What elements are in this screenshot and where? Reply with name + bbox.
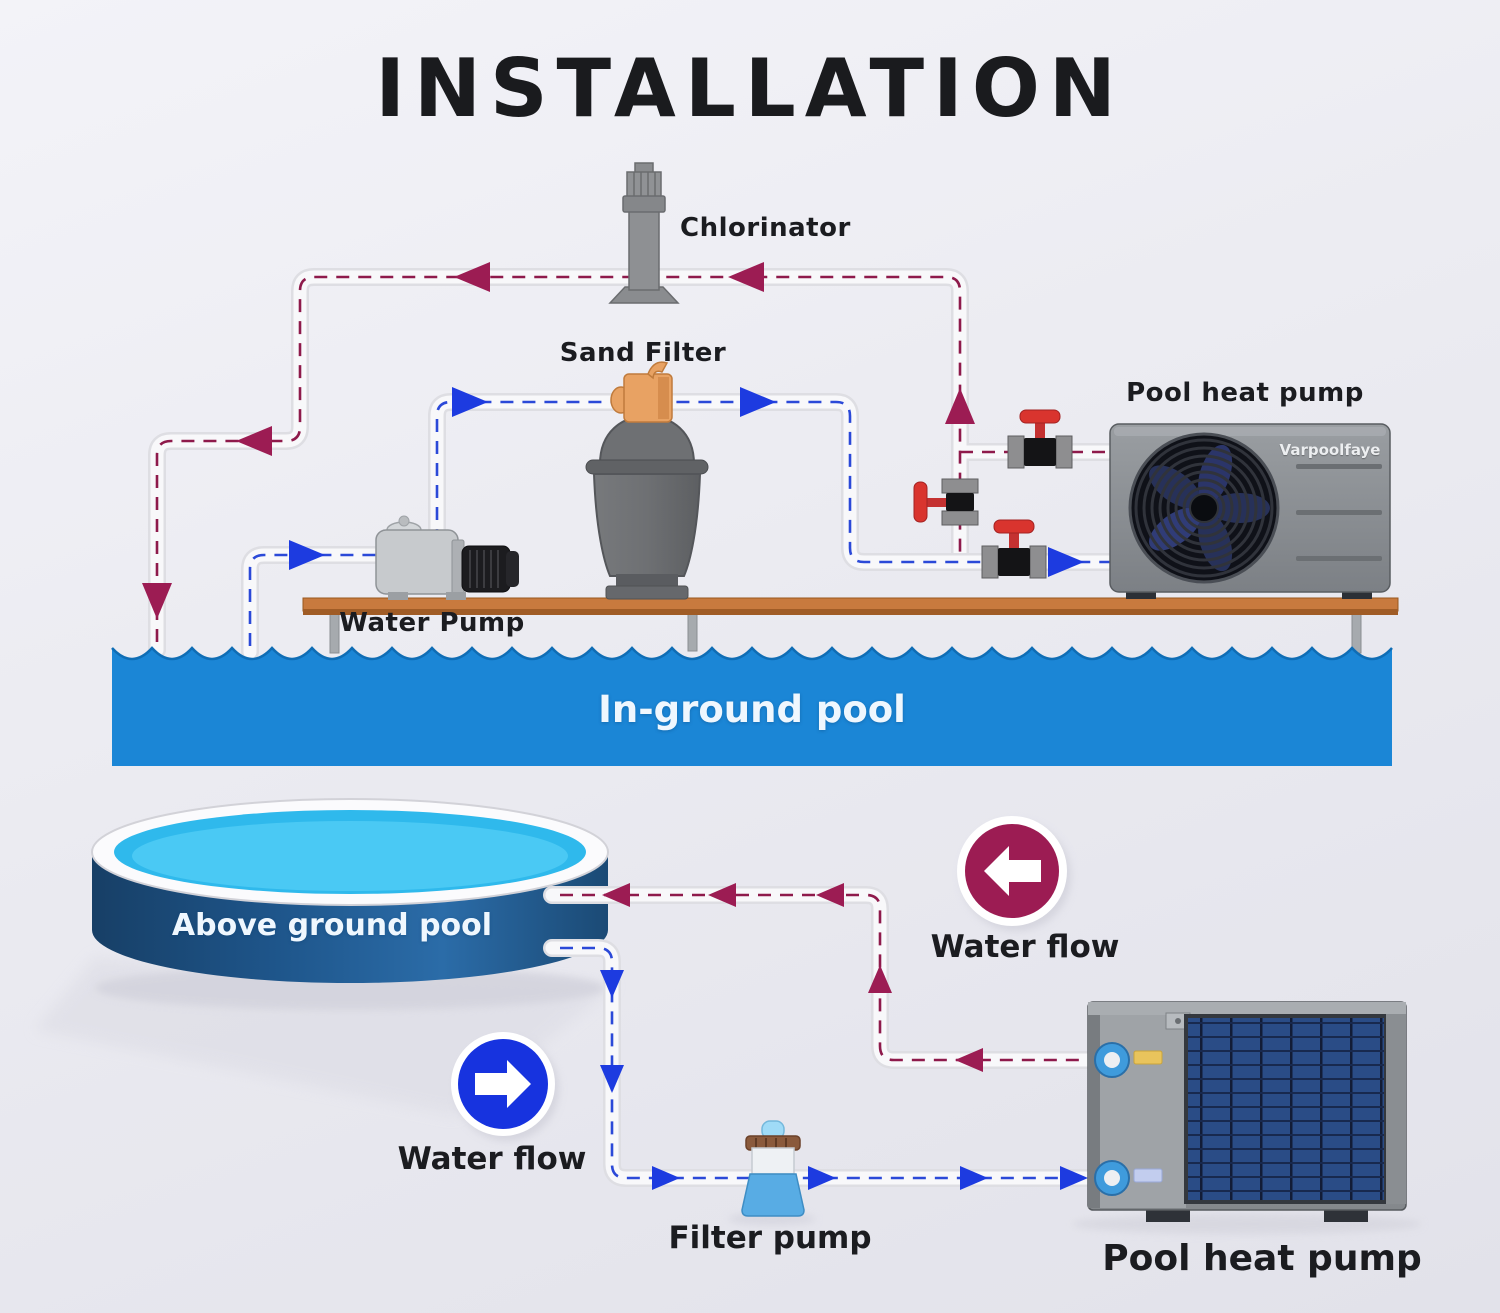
flow-arrow-icon — [945, 388, 975, 424]
valve-top-branch — [1007, 409, 1073, 469]
flow-arrow-icon — [142, 583, 172, 619]
flow-arrow-icon — [740, 387, 776, 417]
flow-arrow-icon — [452, 387, 488, 417]
pipe-connector-return — [1094, 1042, 1163, 1078]
heat-pump-brand: Varpoolfaye — [1279, 441, 1381, 459]
equipment-platform — [302, 597, 1399, 615]
water-flow-supply-label: Water flow — [397, 1141, 587, 1177]
supply-flow-line-bottom — [560, 946, 1106, 1180]
valve-bottom-branch — [981, 519, 1047, 579]
flow-arrow-icon — [454, 262, 490, 292]
pool-heat-pump-top — [1109, 423, 1391, 599]
sand-filter — [585, 361, 709, 600]
in-ground-pool-label: In-ground pool — [598, 688, 906, 731]
heat-pump-bottom-label: Pool heat pump — [1102, 1238, 1422, 1279]
pool-heat-pump-bottom — [1072, 1001, 1422, 1234]
arrow-right-icon — [475, 1060, 531, 1108]
water-flow-badge-return — [957, 816, 1071, 931]
valve-bypass — [913, 478, 979, 526]
flow-arrow-icon — [1048, 547, 1084, 577]
heat-pump-top-label: Pool heat pump — [1126, 378, 1364, 408]
filter-pump — [728, 1120, 816, 1225]
arrow-left-icon — [984, 846, 1041, 896]
flow-arrow-icon — [289, 540, 325, 570]
water-flow-badge-supply — [451, 1032, 559, 1141]
water-flow-return-label: Water flow — [930, 929, 1120, 965]
chlorinator — [608, 162, 680, 304]
flow-arrow-icon — [236, 426, 272, 456]
above-ground-pool-label: Above ground pool — [171, 908, 493, 943]
filter-pump-label: Filter pump — [668, 1220, 872, 1256]
chlorinator-label: Chlorinator — [680, 213, 851, 243]
supply-flow-line — [248, 400, 1110, 646]
fan-icon — [1128, 432, 1280, 584]
in-ground-pool — [111, 646, 1393, 766]
pipe-connector-supply — [1094, 1160, 1163, 1196]
page-title: INSTALLATION — [375, 42, 1125, 135]
filter-valve-head — [610, 361, 673, 423]
water-pump — [375, 515, 519, 600]
flow-arrow-icon — [728, 262, 764, 292]
sand-filter-label: Sand Filter — [559, 338, 727, 368]
water-pump-label: Water Pump — [339, 608, 525, 638]
